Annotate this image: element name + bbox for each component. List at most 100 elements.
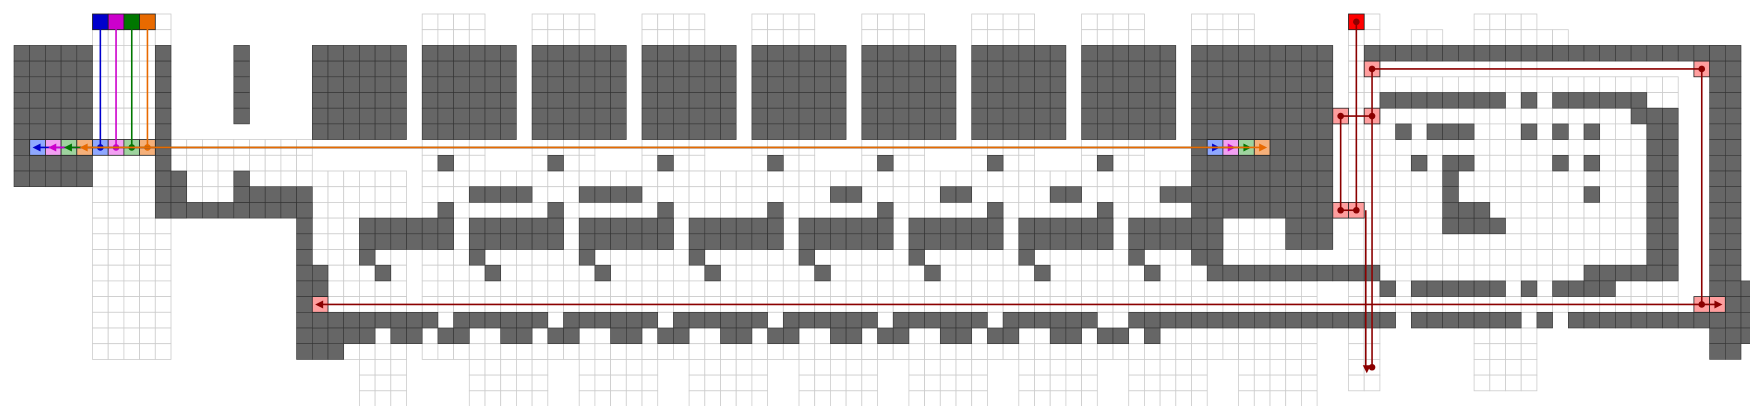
wall-cell — [437, 107, 454, 125]
floor-cell — [280, 154, 297, 172]
wall-cell — [1646, 202, 1663, 219]
floor-cell — [720, 170, 737, 188]
floor-cell — [1253, 343, 1271, 360]
floor-cell — [1301, 249, 1318, 266]
wall-cell — [1002, 76, 1020, 93]
wall-cell — [29, 60, 46, 78]
floor-cell — [782, 343, 800, 360]
floor-cell — [908, 327, 926, 345]
floor-cell — [814, 186, 831, 203]
wall-cell — [610, 233, 627, 250]
floor-cell — [358, 280, 376, 297]
floor-cell — [782, 13, 800, 31]
floor-cell — [1379, 217, 1397, 235]
floor-cell — [1599, 170, 1616, 188]
floor-cell — [892, 29, 910, 46]
wall-cell — [1097, 155, 1114, 172]
wall-cell — [1112, 92, 1129, 109]
wall-cell — [1254, 202, 1271, 219]
wall-cell — [751, 60, 768, 78]
floor-cell — [625, 280, 643, 297]
wall-cell — [798, 311, 815, 329]
floor-cell — [1473, 170, 1491, 188]
wall-cell — [1206, 107, 1224, 125]
floor-cell — [358, 390, 376, 406]
wall-cell — [1206, 202, 1224, 219]
floor-cell — [767, 343, 784, 360]
wall-cell — [1709, 123, 1726, 140]
floor-cell — [1206, 13, 1224, 31]
wall-cell — [1128, 249, 1145, 266]
floor-cell — [139, 264, 156, 282]
wall-cell — [500, 45, 517, 62]
wall-cell — [1222, 123, 1239, 140]
wall-cell — [1206, 186, 1224, 203]
wall-cell — [390, 217, 407, 235]
floor-cell — [1049, 280, 1067, 297]
floor-cell — [735, 170, 753, 188]
wall-cell — [1411, 92, 1428, 109]
floor-cell — [217, 186, 235, 203]
floor-cell — [751, 374, 769, 392]
floor-cell — [1615, 123, 1632, 141]
floor-cell — [1473, 374, 1491, 392]
floor-cell — [971, 249, 988, 266]
floor-cell — [578, 343, 596, 360]
floor-cell — [1505, 374, 1522, 392]
wall-cell — [217, 202, 235, 219]
wall-cell — [374, 217, 392, 235]
wall-cell — [971, 92, 988, 109]
floor-cell — [1536, 76, 1554, 93]
wall-cell — [1662, 139, 1679, 156]
floor-cell — [1379, 139, 1397, 156]
wall-cell — [861, 76, 878, 93]
floor-cell — [1552, 107, 1569, 125]
floor-cell — [1002, 201, 1020, 219]
wall-cell — [484, 233, 501, 250]
floor-cell — [594, 374, 612, 392]
floor-cell — [1379, 249, 1397, 266]
floor-cell — [1489, 264, 1506, 282]
floor-cell — [1615, 280, 1632, 297]
floor-cell — [139, 233, 156, 250]
wall-cell — [1049, 107, 1067, 125]
floor-cell — [892, 13, 910, 31]
wall-cell — [60, 155, 78, 172]
floor-cell — [1520, 327, 1538, 345]
wall-cell — [468, 123, 486, 140]
floor-cell — [1081, 29, 1098, 46]
floor-cell — [107, 280, 125, 297]
wall-cell — [673, 327, 690, 344]
wall-cell — [1662, 249, 1679, 266]
floor-cell — [1458, 170, 1475, 188]
wall-cell — [202, 202, 219, 219]
floor-cell — [1379, 154, 1397, 172]
floor-cell — [1081, 358, 1098, 376]
wall-cell — [782, 92, 800, 109]
wall-cell — [547, 217, 564, 235]
wall-cell — [751, 45, 768, 62]
floor-cell — [437, 280, 454, 297]
wall-cell — [1018, 123, 1035, 140]
floor-cell — [861, 154, 878, 172]
wall-cell — [987, 107, 1004, 125]
wall-cell — [1520, 280, 1538, 297]
wall-cell — [13, 170, 30, 187]
floor-cell — [374, 390, 392, 406]
wall-cell — [1740, 296, 1750, 313]
wall-cell — [1112, 45, 1129, 62]
floor-cell — [767, 170, 784, 188]
wall-cell — [704, 311, 721, 329]
wall-cell — [987, 327, 1004, 344]
wall-cell — [311, 45, 329, 62]
wall-cell — [1489, 280, 1506, 297]
floor-cell — [531, 327, 549, 345]
floor-cell — [1395, 154, 1412, 172]
wall-cell — [1458, 92, 1475, 109]
floor-cell — [1018, 374, 1035, 392]
wall-cell — [1222, 76, 1239, 93]
floor-cell — [814, 390, 831, 406]
wall-cell — [610, 186, 627, 203]
floor-cell — [1458, 107, 1475, 125]
floor-cell — [484, 201, 502, 219]
